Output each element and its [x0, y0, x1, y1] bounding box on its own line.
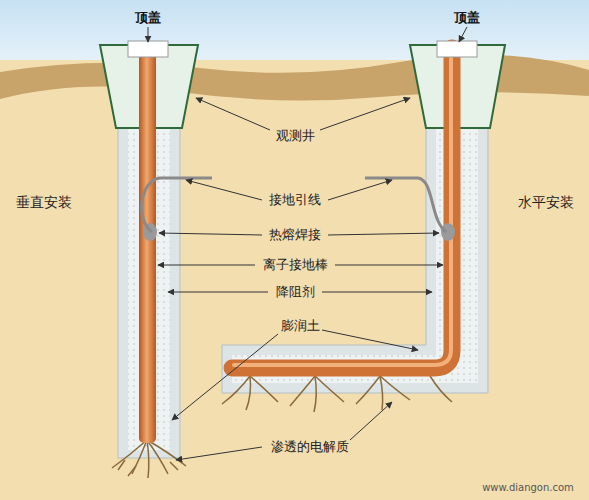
- part-label: 热熔焊接: [269, 227, 321, 243]
- part-label: 离子接地棒: [263, 257, 328, 273]
- ground-lead-wire: [142, 178, 212, 232]
- ion-ground-rod: [232, 48, 452, 368]
- exothermic-weld: [441, 223, 455, 241]
- bentonite-fill: [232, 128, 478, 383]
- rod-highlight: [234, 50, 451, 365]
- electrolyte-roots: [222, 376, 452, 412]
- ion-ground-rod: [139, 48, 156, 443]
- soil: [0, 60, 589, 500]
- part-label: 顶盖: [454, 10, 480, 26]
- leader-arrows: [148, 27, 467, 460]
- ground-lead-wire: [365, 178, 446, 232]
- part-label: 渗透的电解质: [271, 439, 349, 455]
- part-label: 接地引线: [269, 192, 321, 208]
- part-label: 顶盖: [135, 10, 161, 26]
- part-label: 降阻剂: [276, 284, 315, 300]
- electrolyte-roots: [112, 440, 186, 478]
- part-label: 观测井: [276, 128, 315, 144]
- watermark: www.diangon.com: [482, 480, 574, 496]
- part-label: 水平安装: [518, 194, 574, 210]
- part-label: 垂直安装: [16, 194, 72, 210]
- top-cap: [128, 41, 168, 57]
- part-label: 膨润土: [281, 318, 320, 334]
- top-cap: [437, 41, 477, 57]
